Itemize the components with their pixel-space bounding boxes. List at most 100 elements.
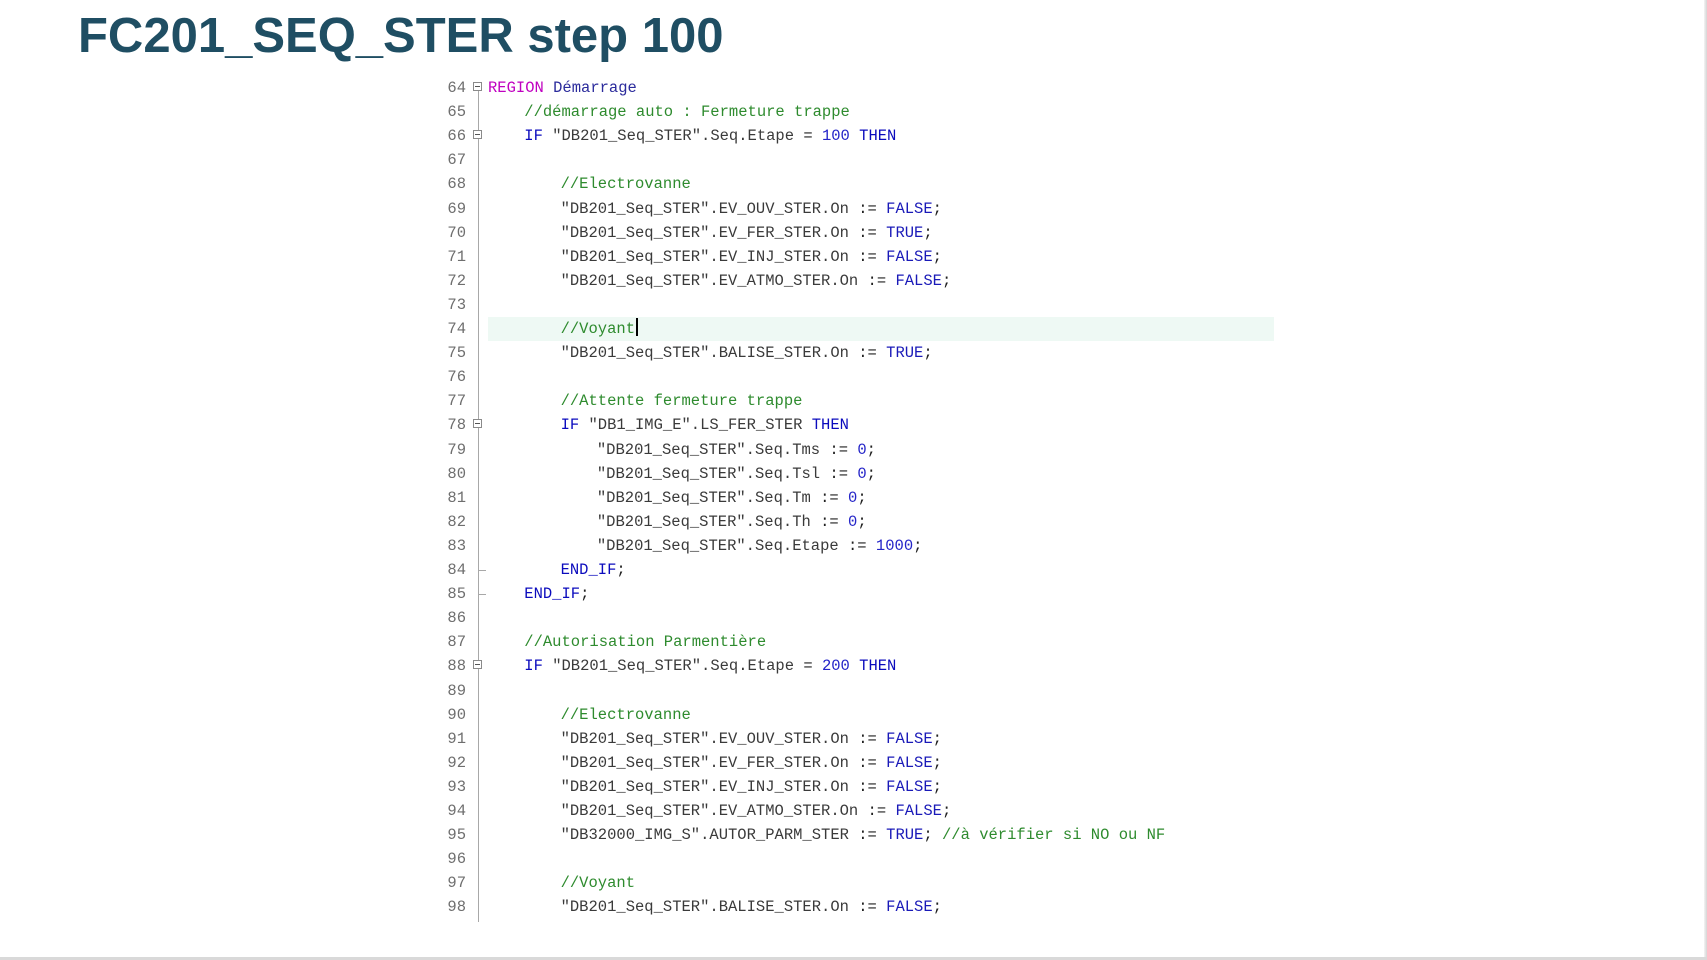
code-token: "DB201_Seq_STER".Seq.Etape: [552, 657, 795, 676]
code-line[interactable]: 72"DB201_Seq_STER".EV_ATMO_STER.On := FA…: [430, 269, 1350, 293]
code-token: "DB201_Seq_STER".EV_ATMO_STER.On: [560, 802, 859, 820]
line-number: 64: [447, 79, 466, 97]
code-line[interactable]: 83"DB201_Seq_STER".Seq.Etape := 1000;: [430, 534, 1350, 558]
code-line[interactable]: 89: [430, 679, 1350, 703]
code-token: 0: [848, 512, 858, 531]
slide-bottom-edge: [0, 957, 1707, 960]
line-number: 81: [447, 488, 466, 507]
code-line[interactable]: 80"DB201_Seq_STER".Seq.Tsl := 0;: [430, 462, 1350, 486]
code-token: ;: [913, 536, 923, 555]
line-number: 68: [447, 175, 466, 194]
code-token: "DB201_Seq_STER".EV_ATMO_STER.On: [560, 271, 859, 290]
code-token: :=: [810, 512, 849, 531]
code-line[interactable]: 79"DB201_Seq_STER".Seq.Tms := 0;: [430, 438, 1350, 462]
code-line[interactable]: 74 //Voyant: [430, 317, 1350, 342]
line-number: 72: [447, 271, 466, 290]
code-token: ;: [941, 802, 952, 820]
code-text: "DB201_Seq_STER".EV_INJ_STER.On := FALSE…: [561, 245, 942, 269]
code-token: 100: [821, 127, 850, 146]
code-line[interactable]: 98"DB201_Seq_STER".BALISE_STER.On := FAL…: [430, 895, 1350, 919]
code-text: //Attente fermeture trappe: [561, 389, 803, 413]
code-line[interactable]: 92"DB201_Seq_STER".EV_FER_STER.On := FAL…: [430, 751, 1350, 775]
code-token: IF: [560, 416, 589, 435]
code-token: IF: [524, 657, 553, 676]
fold-collapse-icon[interactable]: [473, 419, 482, 429]
code-token: ;: [932, 247, 942, 266]
code-line[interactable]: 75"DB201_Seq_STER".BALISE_STER.On := TRU…: [430, 341, 1350, 365]
code-line[interactable]: 90//Electrovanne: [430, 703, 1350, 727]
code-line[interactable]: 97 //Voyant: [430, 871, 1350, 895]
code-token: "DB201_Seq_STER".Seq.Th: [596, 512, 811, 531]
code-line[interactable]: 87//Autorisation Parmentière: [430, 630, 1350, 654]
code-token: "DB201_Seq_STER".EV_INJ_STER.On: [560, 247, 849, 266]
line-number: 65: [447, 103, 466, 122]
line-number: 97: [447, 874, 466, 893]
code-token: :=: [848, 729, 887, 748]
code-text: //Voyant: [561, 317, 638, 341]
code-token: "DB201_Seq_STER".EV_FER_STER.On: [560, 223, 849, 242]
slide-right-edge: [1704, 0, 1707, 960]
line-number: 94: [447, 802, 466, 820]
code-token: :=: [848, 898, 887, 917]
code-line[interactable]: 93"DB201_Seq_STER".EV_INJ_STER.On := FAL…: [430, 775, 1350, 799]
code-line[interactable]: 67: [430, 148, 1350, 172]
code-line[interactable]: 65//démarrage auto : Fermeture trappe: [430, 100, 1350, 124]
code-text: //Voyant: [561, 871, 635, 895]
code-line[interactable]: 81"DB201_Seq_STER".Seq.Tm := 0;: [430, 486, 1350, 510]
code-text: "DB32000_IMG_S".AUTOR_PARM_STER := TRUE;…: [561, 823, 1166, 847]
code-line[interactable]: 76: [430, 365, 1350, 389]
code-line[interactable]: 70"DB201_Seq_STER".EV_FER_STER.On := TRU…: [430, 221, 1350, 245]
code-token: //Voyant: [560, 320, 635, 338]
code-text: "DB201_Seq_STER".Seq.Tms := 0;: [597, 438, 876, 462]
fold-collapse-icon[interactable]: [473, 130, 482, 140]
code-token: :=: [848, 777, 887, 796]
line-number: 76: [447, 368, 466, 387]
code-token: :=: [848, 199, 887, 218]
code-token: "DB32000_IMG_S".AUTOR_PARM_STER: [560, 826, 849, 845]
line-number: 82: [447, 512, 466, 531]
fold-collapse-icon[interactable]: [473, 82, 482, 91]
code-line[interactable]: 77//Attente fermeture trappe: [430, 389, 1350, 413]
line-number: 70: [447, 223, 466, 242]
code-line[interactable]: 73: [430, 293, 1350, 317]
code-line[interactable]: 69"DB201_Seq_STER".EV_OUV_STER.On := FAL…: [430, 197, 1350, 221]
code-text: REGION Démarrage: [488, 76, 637, 100]
code-token: ;: [932, 753, 942, 772]
code-line[interactable]: 91"DB201_Seq_STER".EV_OUV_STER.On := FAL…: [430, 727, 1350, 751]
code-token: Démarrage: [543, 79, 637, 97]
code-text: "DB201_Seq_STER".BALISE_STER.On := FALSE…: [561, 895, 942, 919]
code-line[interactable]: 95"DB32000_IMG_S".AUTOR_PARM_STER := TRU…: [430, 823, 1350, 847]
line-number: 74: [447, 320, 466, 338]
line-number: 92: [447, 753, 466, 772]
line-number: 93: [447, 777, 466, 796]
code-token: ;: [932, 199, 942, 218]
code-token: ;: [857, 512, 867, 531]
code-text: "DB201_Seq_STER".Seq.Tsl := 0;: [597, 462, 876, 486]
code-line[interactable]: 68//Electrovanne: [430, 172, 1350, 196]
code-line[interactable]: 94"DB201_Seq_STER".EV_ATMO_STER.On := FA…: [430, 799, 1350, 823]
code-token: :=: [848, 753, 887, 772]
code-token: =: [794, 127, 822, 146]
line-number: 75: [447, 344, 466, 363]
fold-collapse-icon[interactable]: [473, 660, 482, 670]
code-line[interactable]: 96: [430, 847, 1350, 871]
code-token: "DB1_IMG_E".LS_FER_STER: [588, 416, 803, 435]
code-token: //Electrovanne: [560, 705, 691, 724]
code-text: IF "DB201_Seq_STER".Seq.Etape = 100 THEN: [524, 124, 896, 148]
code-token: ;: [923, 826, 942, 845]
code-line[interactable]: 64 REGION Démarrage: [430, 76, 1350, 100]
code-line[interactable]: 86: [430, 606, 1350, 630]
code-line[interactable]: 71"DB201_Seq_STER".EV_INJ_STER.On := FAL…: [430, 245, 1350, 269]
code-token: :=: [848, 247, 887, 266]
code-token: FALSE: [895, 802, 942, 820]
code-token: "DB201_Seq_STER".BALISE_STER.On: [560, 344, 849, 363]
code-token: THEN: [802, 416, 849, 435]
line-number: 85: [447, 585, 466, 604]
code-line[interactable]: 82 "DB201_Seq_STER".Seq.Th := 0;: [430, 510, 1350, 534]
